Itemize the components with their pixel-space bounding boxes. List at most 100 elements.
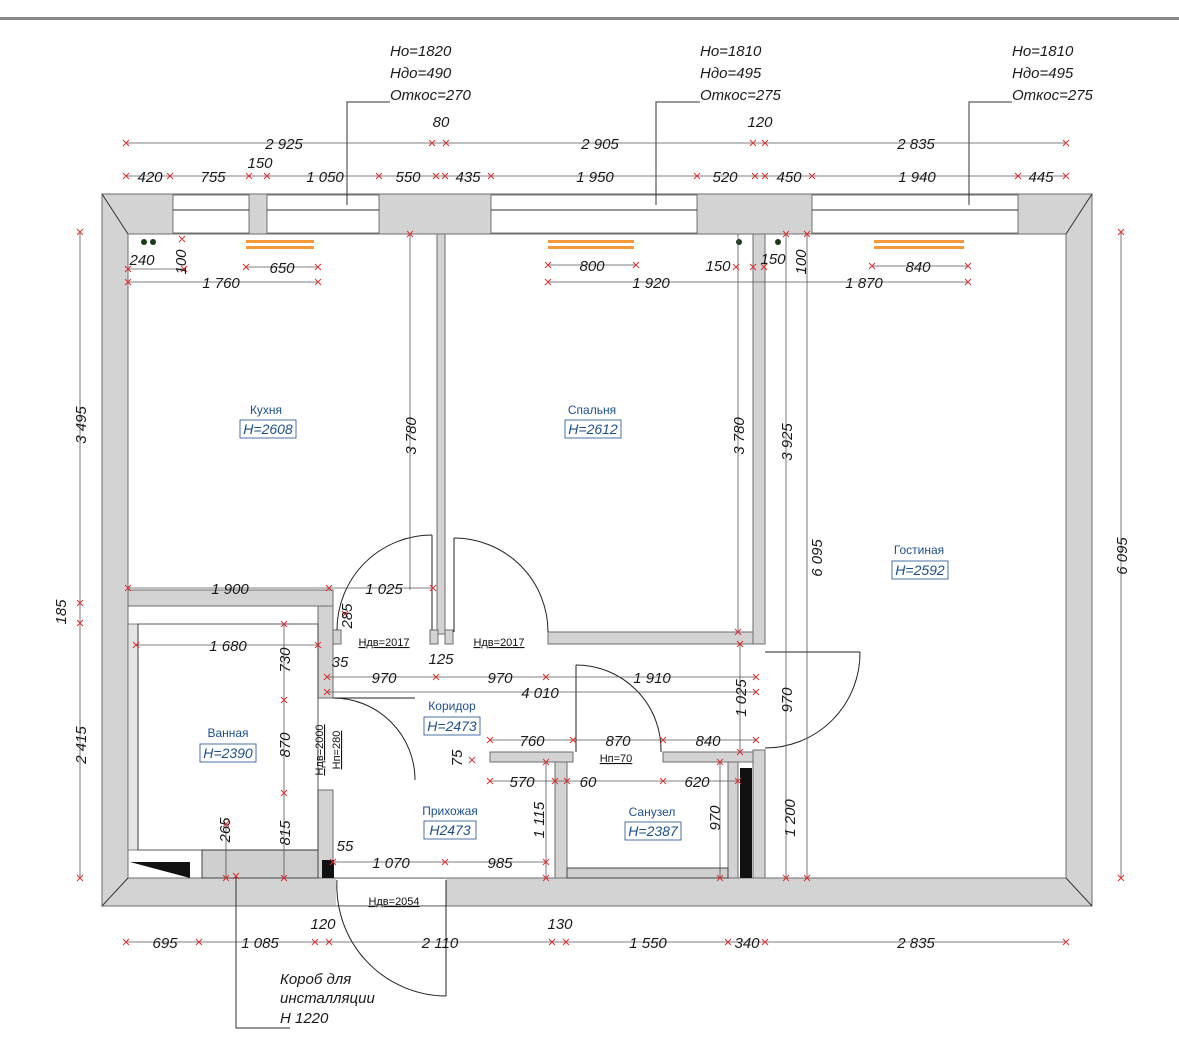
dim-970-b: 970	[487, 670, 513, 687]
dim-1870: 1 870	[845, 275, 883, 292]
dim-800: 800	[579, 258, 605, 275]
installation-box	[201, 849, 319, 879]
window-opening-2	[490, 194, 698, 234]
pipe-1	[141, 239, 147, 245]
dim-bot-2110: 2 110	[421, 935, 459, 952]
dim-730: 730	[277, 647, 294, 673]
room-wc-height: Н=2387	[628, 823, 679, 839]
room-kitchen-name: Кухня	[250, 403, 282, 417]
dim-760: 760	[519, 733, 545, 750]
dim-6095-inner: 6 095	[809, 539, 826, 577]
radiators	[246, 240, 964, 249]
post-1	[332, 629, 342, 645]
dim-left-3495: 3 495	[73, 406, 90, 444]
dim-bot-1085: 1 085	[241, 935, 279, 952]
dim-870: 870	[605, 733, 631, 750]
dim-1050: 1 050	[306, 169, 344, 186]
pipe-2	[150, 239, 156, 245]
window2-hdo: Ндо=495	[700, 65, 762, 82]
window1-otkos: Откос=270	[390, 87, 472, 104]
room-labels: Кухня Н=2608 Спальня Н=2612 Гостиная Н=2…	[199, 403, 949, 841]
door-labels: Ндв=2017 Ндв=2017 Ндв=2054 Нп=70 Ндв=200…	[314, 637, 632, 908]
dim-3925: 3 925	[779, 423, 796, 461]
radiator-living-2	[874, 246, 964, 249]
dim-1910: 1 910	[633, 670, 671, 687]
window-opening-3	[811, 194, 1019, 234]
wall-kitchen-bottom	[127, 589, 334, 607]
dimension-labels: 2 925 80 2 905 120 2 835 420 755 150 1 0…	[53, 114, 1131, 952]
dim-bot-2835: 2 835	[896, 935, 935, 952]
room-bath-name: Ванная	[207, 726, 248, 740]
dim-240: 240	[128, 252, 155, 269]
top-rule	[0, 17, 1179, 20]
room-bedroom-height: Н=2612	[568, 421, 618, 437]
window3-ho: Но=1810	[1012, 43, 1074, 60]
post-2	[429, 629, 439, 645]
dim-100-kitchen: 100	[173, 249, 190, 275]
dim-top-2925: 2 925	[264, 136, 303, 153]
room-bath-height: Н=2390	[203, 745, 253, 761]
wall-bedroom-living	[752, 233, 766, 645]
window3-otkos: Откос=275	[1012, 87, 1094, 104]
dim-150-a: 150	[705, 258, 731, 275]
dim-445: 445	[1028, 169, 1054, 186]
dimension-lines	[79, 142, 1122, 1029]
dim-bot-1550: 1 550	[629, 935, 667, 952]
dim-1900: 1 900	[211, 581, 249, 598]
wall-bath-right-top	[317, 605, 334, 699]
annotation-line3: Н 1220	[280, 1010, 329, 1027]
door-bath-label: Ндв=2000	[314, 724, 326, 775]
dim-1200: 1 200	[782, 799, 799, 837]
room-bedroom-name: Спальня	[568, 403, 616, 417]
wall-living-lower	[752, 749, 766, 879]
dim-150: 150	[247, 155, 273, 172]
dim-bot-120: 120	[310, 916, 336, 933]
dim-top-120: 120	[747, 114, 773, 131]
dim-815: 815	[277, 820, 294, 846]
wall-wc-top-left	[489, 751, 574, 763]
bathroom-outline	[137, 623, 319, 851]
dim-450: 450	[776, 169, 802, 186]
dim-bot-130: 130	[547, 916, 573, 933]
annotation-line1: Короб для	[280, 971, 351, 988]
installation-annotation: Короб для инсталляции Н 1220	[280, 971, 375, 1027]
dim-150-b: 150	[760, 251, 786, 268]
dim-420: 420	[137, 169, 163, 186]
dim-1070: 1 070	[372, 855, 410, 872]
dim-650: 650	[269, 260, 295, 277]
window1-ho: Но=1820	[390, 43, 452, 60]
dim-top-80: 80	[433, 114, 450, 131]
room-kitchen-height: Н=2608	[243, 421, 293, 437]
radiator-kitchen-1	[246, 240, 314, 243]
dim-285: 285	[339, 603, 356, 630]
dim-1115: 1 115	[531, 801, 548, 838]
dim-top-2835: 2 835	[896, 136, 935, 153]
dim-755: 755	[200, 169, 226, 186]
room-hall-name: Прихожая	[422, 804, 478, 818]
dim-520: 520	[712, 169, 738, 186]
radiator-bedroom-2	[548, 246, 634, 249]
dim-bot-340: 340	[734, 935, 760, 952]
dim-1680: 1 680	[209, 638, 247, 655]
dim-435: 435	[455, 169, 481, 186]
dim-840-top: 840	[905, 259, 931, 276]
dim-1760: 1 760	[202, 275, 240, 292]
wedge-2	[740, 768, 752, 878]
dim-left-185: 185	[53, 599, 70, 625]
dim-970-a: 970	[371, 670, 397, 687]
dim-75: 75	[449, 749, 466, 766]
dim-1920: 1 920	[632, 275, 670, 292]
annotation-line2: инсталляции	[280, 990, 375, 1007]
pipe-3	[736, 239, 742, 245]
room-living-name: Гостиная	[894, 543, 944, 557]
window-callouts: Но=1820 Ндо=490 Откос=270 Но=1810 Ндо=49…	[346, 43, 1094, 205]
dim-55: 55	[337, 838, 354, 855]
dim-top-2905: 2 905	[580, 136, 619, 153]
window-opening-1b	[266, 194, 380, 234]
dim-570: 570	[509, 774, 535, 791]
dim-bot-695: 695	[152, 935, 178, 952]
wall-wc-top-right	[662, 751, 754, 763]
wall-bedroom-bottom	[547, 631, 754, 645]
room-corridor-name: Коридор	[428, 699, 476, 713]
dim-620: 620	[684, 774, 710, 791]
